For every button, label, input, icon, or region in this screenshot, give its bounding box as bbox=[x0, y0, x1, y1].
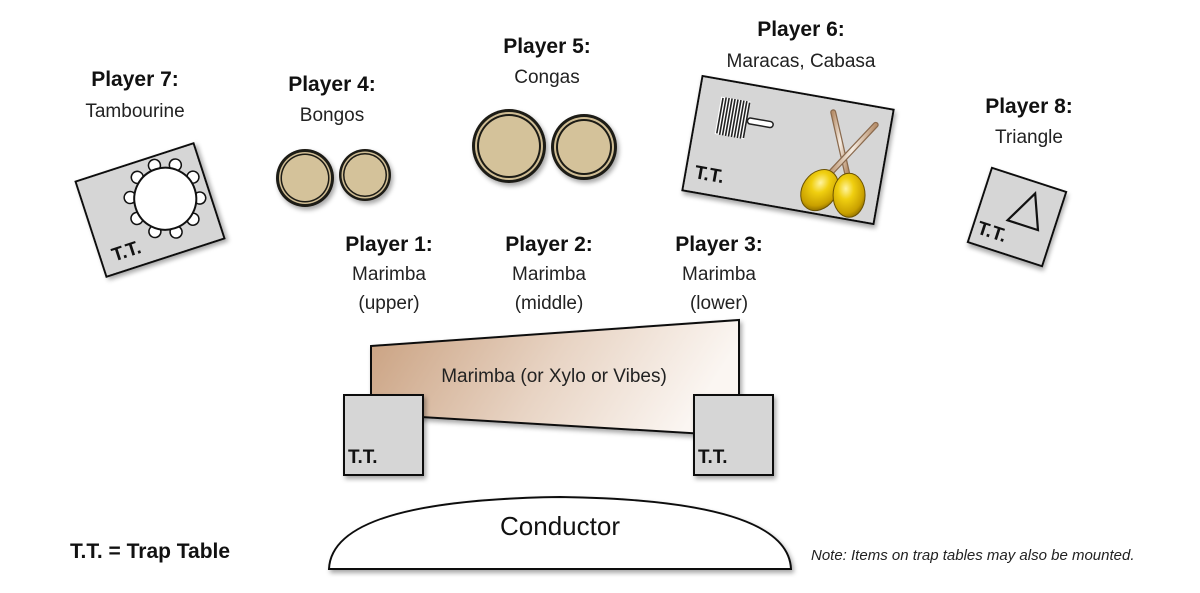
player-4-label: Player 4: Bongos bbox=[288, 73, 376, 126]
player-7-trap-table: T.T. bbox=[74, 142, 226, 278]
player-8-title: Player 8: bbox=[985, 95, 1073, 118]
marimba-left-trap-table: T.T. bbox=[343, 394, 424, 476]
player-6-label: Player 6: Maracas, Cabasa bbox=[727, 18, 876, 72]
conga-small bbox=[551, 114, 617, 180]
tambourine-icon bbox=[123, 158, 207, 239]
trap-table-label: T.T. bbox=[693, 162, 726, 188]
trap-table-label: T.T. bbox=[348, 447, 378, 468]
player-3-title: Player 3: bbox=[675, 233, 763, 256]
player-7-label: Player 7: Tambourine bbox=[85, 68, 184, 122]
trap-table bbox=[966, 166, 1068, 268]
player-1-instrument: Marimba bbox=[352, 264, 426, 285]
player-3-instrument: Marimba bbox=[682, 264, 756, 285]
player-1-part: (upper) bbox=[358, 293, 419, 314]
player-5-title: Player 5: bbox=[503, 35, 591, 58]
player-5-instrument: Congas bbox=[514, 67, 580, 88]
trap-table bbox=[343, 394, 424, 476]
legend-trap-table: T.T. = Trap Table bbox=[70, 540, 230, 563]
player-4-instrument: Bongos bbox=[300, 105, 364, 126]
conductor-podium bbox=[327, 495, 793, 570]
conductor-label: Conductor bbox=[500, 511, 620, 541]
marimba: Marimba (or Xylo or Vibes) bbox=[370, 318, 740, 438]
player-1-label: Player 1: Marimba (upper) bbox=[345, 233, 433, 314]
player-2-instrument: Marimba bbox=[512, 264, 586, 285]
player-2-part: (middle) bbox=[515, 293, 584, 314]
player-6-title: Player 6: bbox=[757, 18, 845, 41]
bongos-icon bbox=[276, 149, 391, 207]
maracas-icon bbox=[800, 109, 879, 218]
player-8-trap-table: T.T. bbox=[966, 166, 1068, 268]
marimba-label: Marimba (or Xylo or Vibes) bbox=[441, 366, 667, 387]
conga-large bbox=[472, 109, 546, 183]
trap-table bbox=[693, 394, 774, 476]
player-7-title: Player 7: bbox=[91, 68, 179, 91]
player-3-part: (lower) bbox=[690, 293, 748, 314]
triangle-icon bbox=[1005, 191, 1040, 232]
player-2-label: Player 2: Marimba (middle) bbox=[505, 233, 593, 314]
conductor: Conductor bbox=[327, 495, 793, 570]
player-2-title: Player 2: bbox=[505, 233, 593, 256]
player-4-title: Player 4: bbox=[288, 73, 376, 96]
cabasa-icon bbox=[714, 96, 774, 140]
player-8-instrument: Triangle bbox=[995, 127, 1063, 148]
player-8-label: Player 8: Triangle bbox=[985, 95, 1073, 148]
marimba-right-trap-table: T.T. bbox=[693, 394, 774, 476]
player-7-instrument: Tambourine bbox=[85, 101, 184, 122]
player-5-label: Player 5: Congas bbox=[503, 35, 591, 88]
bongo-small bbox=[339, 149, 391, 201]
bongo-large bbox=[276, 149, 334, 207]
player-6-trap-table: T.T. bbox=[681, 74, 895, 226]
trap-table-label: T.T. bbox=[698, 447, 728, 468]
footnote: Note: Items on trap tables may also be m… bbox=[811, 547, 1135, 564]
player-1-title: Player 1: bbox=[345, 233, 433, 256]
player-3-label: Player 3: Marimba (lower) bbox=[675, 233, 763, 314]
congas-icon bbox=[472, 109, 617, 183]
player-6-instrument: Maracas, Cabasa bbox=[727, 51, 876, 72]
